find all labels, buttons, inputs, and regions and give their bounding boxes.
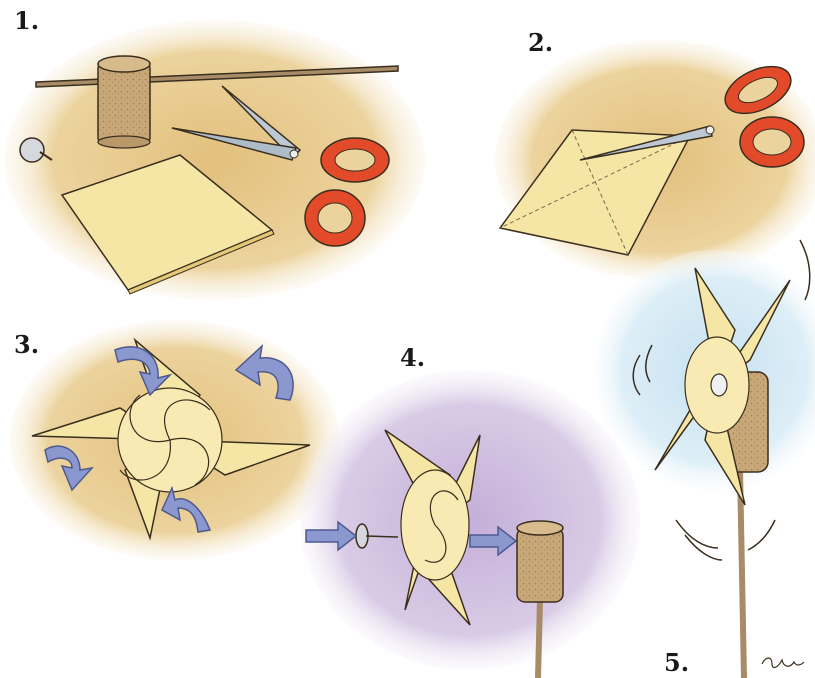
step-2-panel <box>495 40 815 280</box>
step-2-label: 2. <box>528 28 553 57</box>
cork-icon <box>98 56 150 148</box>
step-4-label: 4. <box>400 343 425 372</box>
step-5-panel <box>595 240 815 678</box>
stick-icon <box>538 600 540 678</box>
step-1-label: 1. <box>14 6 39 35</box>
step-5-label: 5. <box>664 648 689 677</box>
step-3-panel <box>10 320 340 560</box>
step-1-panel <box>5 20 425 300</box>
step-4-panel <box>300 370 640 678</box>
cork-icon <box>517 521 563 602</box>
signature <box>762 658 804 667</box>
step-3-label: 3. <box>14 330 39 359</box>
